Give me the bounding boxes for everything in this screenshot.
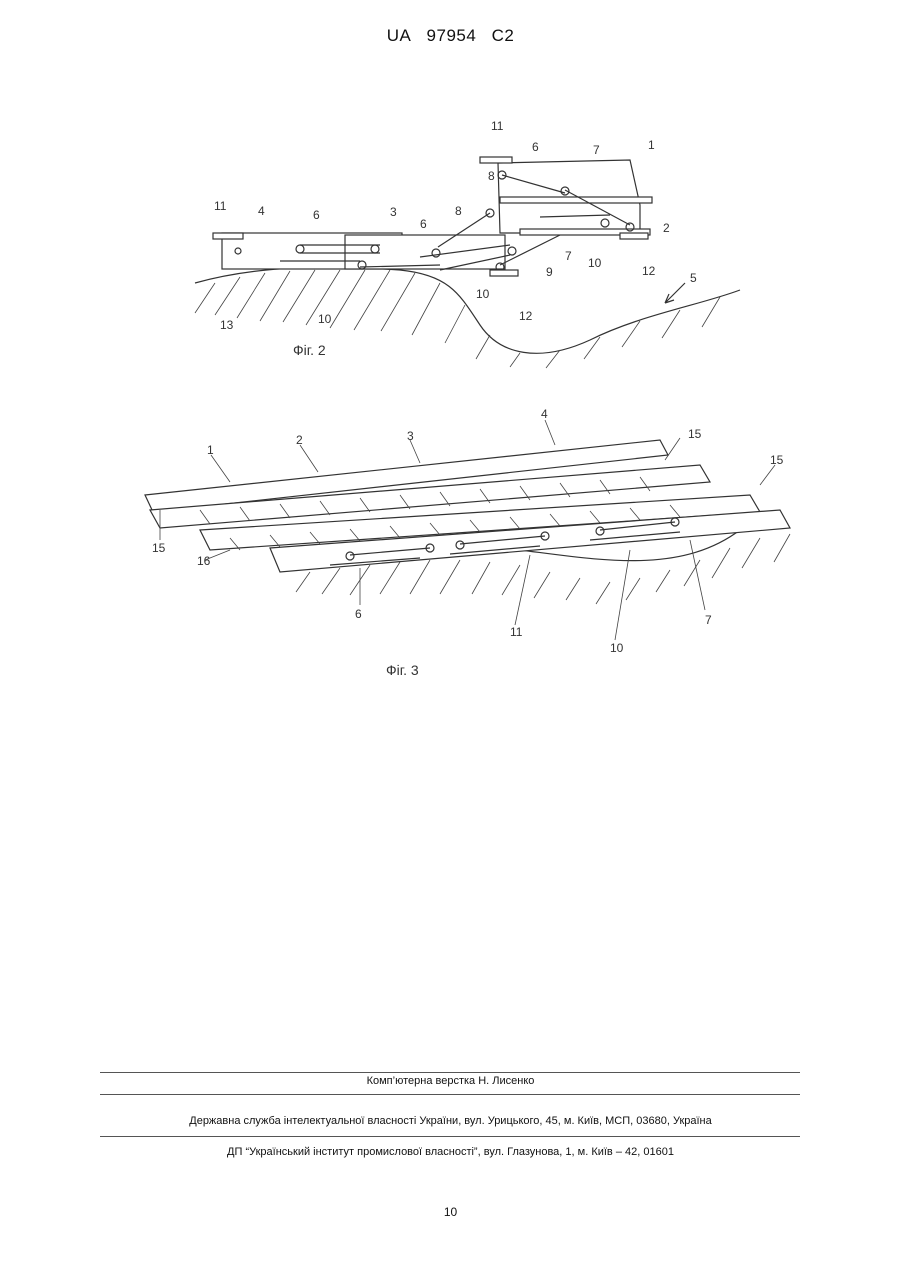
fig2-label-8b: 8 bbox=[455, 204, 462, 218]
fig2-label-7a: 7 bbox=[593, 143, 600, 157]
fig2-label-7b: 7 bbox=[565, 249, 572, 263]
fig2-label-8a: 8 bbox=[488, 169, 495, 183]
fig3-label-2: 2 bbox=[296, 433, 303, 447]
footer-agency-address: Державна служба інтелектуальної власност… bbox=[0, 1115, 901, 1127]
fig2-label-6c: 6 bbox=[420, 217, 427, 231]
fig3-label-7: 7 bbox=[705, 613, 712, 627]
fig2-label-6a: 6 bbox=[532, 140, 539, 154]
figure-3-drawing: 4 15 1 2 3 15 15 16 6 11 10 7 Фіг. 3 bbox=[0, 400, 901, 690]
fig2-label-10a: 10 bbox=[588, 256, 602, 270]
fig3-label-15c: 15 bbox=[152, 541, 166, 555]
fig2-label-2: 2 bbox=[663, 221, 670, 235]
rail-plate-upper bbox=[500, 197, 652, 203]
arrow-5 bbox=[665, 283, 685, 303]
fig2-label-11b: 11 bbox=[214, 199, 227, 213]
patent-kind: C2 bbox=[492, 26, 515, 45]
fig3-label-11: 11 bbox=[510, 625, 523, 639]
fig2-label-5: 5 bbox=[690, 271, 697, 285]
fig3-label-16: 16 bbox=[197, 554, 211, 568]
fig2-label-10b: 10 bbox=[318, 312, 332, 326]
fig2-label-12b: 12 bbox=[519, 309, 533, 323]
fig2-label-12a: 12 bbox=[642, 264, 656, 278]
support-12-left bbox=[490, 270, 518, 276]
country-code: UA bbox=[387, 26, 412, 45]
footer-institute-address: ДП “Український інститут промислової вла… bbox=[0, 1146, 901, 1158]
fig3-label-6: 6 bbox=[355, 607, 362, 621]
footer-rule-bottom bbox=[100, 1136, 800, 1137]
fig3-label-15a: 15 bbox=[688, 427, 702, 441]
page-number: 10 bbox=[0, 1205, 901, 1219]
footer-layout-credit: Комп’ютерна верстка Н. Лисенко bbox=[0, 1075, 901, 1087]
fig2-label-13: 13 bbox=[220, 318, 234, 332]
ground-surface bbox=[195, 267, 740, 353]
support-12-right bbox=[620, 233, 648, 239]
fig2-label-9: 9 bbox=[546, 265, 553, 279]
top-rail-11-left bbox=[213, 233, 243, 239]
footer-rule-top bbox=[100, 1072, 800, 1073]
fig3-label-10: 10 bbox=[610, 641, 624, 655]
figure-2-caption: Фіг. 2 bbox=[293, 342, 326, 358]
footer-rule-middle bbox=[100, 1094, 800, 1095]
fig2-label-6b: 6 bbox=[313, 208, 320, 222]
fig3-label-3: 3 bbox=[407, 429, 414, 443]
fig2-label-3: 3 bbox=[390, 205, 397, 219]
figure-3-caption: Фіг. 3 bbox=[386, 662, 419, 678]
fig2-label-11a: 11 bbox=[491, 119, 504, 133]
fig2-label-1: 1 bbox=[648, 138, 655, 152]
patent-header: UA 97954 C2 bbox=[0, 26, 901, 46]
fig2-label-4: 4 bbox=[258, 204, 265, 218]
fig3-label-4: 4 bbox=[541, 407, 548, 421]
top-rail-11-right bbox=[480, 157, 512, 163]
section-3-plate bbox=[345, 235, 505, 269]
fig3-label-15b: 15 bbox=[770, 453, 784, 467]
patent-number: 97954 bbox=[427, 26, 477, 45]
fig2-label-10c: 10 bbox=[476, 287, 490, 301]
fig3-label-1: 1 bbox=[207, 443, 214, 457]
figure-2-drawing: 11 6 7 1 8 8 2 11 4 6 3 6 7 9 10 12 5 13… bbox=[0, 105, 901, 395]
